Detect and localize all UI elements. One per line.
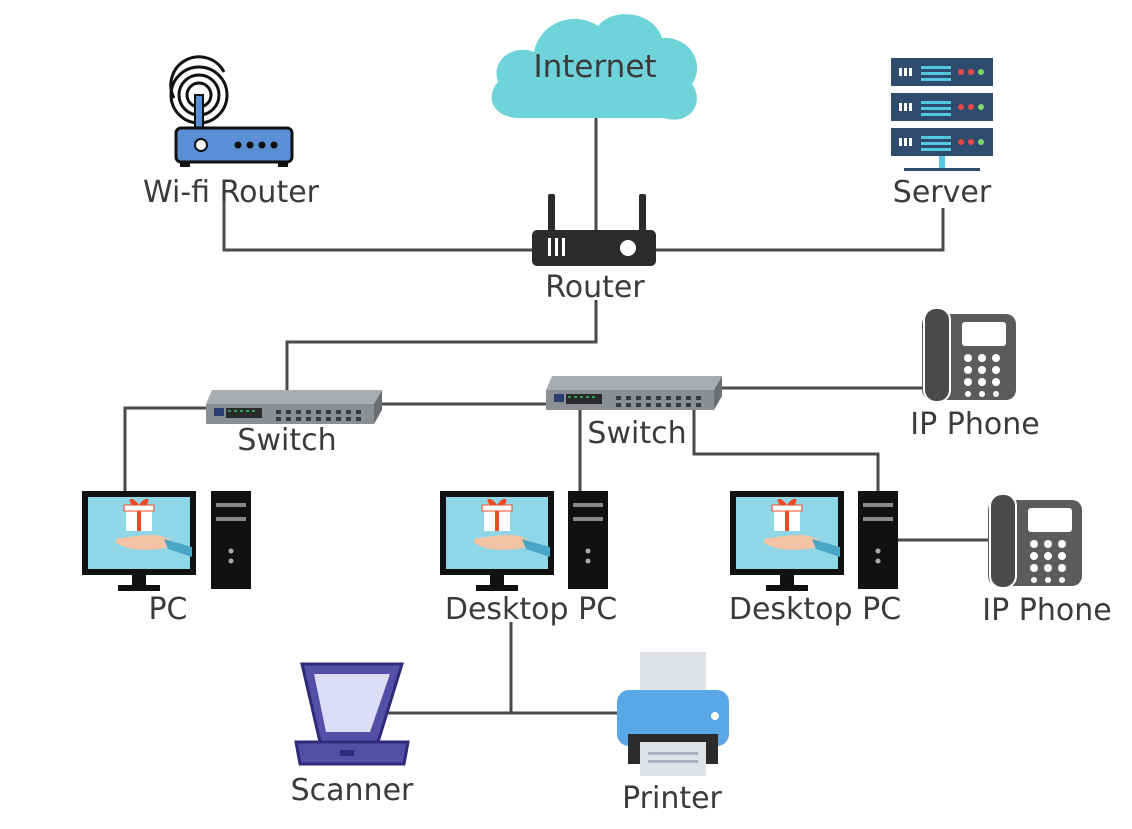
pc-label: PC: [148, 592, 187, 627]
ip-phone-right-label: IP Phone: [982, 593, 1111, 628]
desktop-pc-right-label: Desktop PC: [729, 592, 901, 627]
link-switch-desktop-right: [692, 410, 880, 492]
printer-label: Printer: [622, 781, 722, 816]
wifi-router-label: Wi-fi Router: [143, 175, 320, 210]
server-label: Server: [893, 175, 992, 210]
router-node: Router: [532, 194, 656, 305]
internet-label: Internet: [533, 49, 656, 85]
pc-node: PC: [81, 490, 251, 627]
server-node: Server: [891, 58, 993, 210]
ip-phone-right-node: IP Phone: [982, 493, 1112, 628]
monitor-icon: [81, 490, 197, 592]
pc-tower-icon: [211, 491, 251, 589]
wifi-router-icon: [169, 55, 294, 167]
pc-tower-icon: [858, 491, 898, 589]
desktop-pc-middle-label: Desktop PC: [445, 592, 617, 627]
cloud-icon: [491, 14, 698, 120]
monitor-icon: [439, 490, 555, 592]
ip-phone-top-label: IP Phone: [910, 407, 1039, 442]
wifi-router-node: Wi-fi Router: [143, 55, 320, 210]
link-desktop-peripherals: [380, 622, 618, 715]
monitor-icon: [729, 490, 845, 592]
scanner-icon: [294, 662, 410, 766]
server-rack-icon: [891, 58, 993, 171]
desk-phone-icon: [987, 493, 1083, 589]
internet-node: Internet: [491, 14, 698, 120]
router-label: Router: [545, 270, 645, 305]
network-switch-icon: [546, 376, 722, 410]
router-icon: [532, 194, 656, 266]
connections: [123, 112, 990, 715]
desk-phone-icon: [921, 307, 1017, 403]
switch-right-node: Switch: [546, 376, 722, 451]
link-switch-pc: [123, 406, 208, 492]
switch-left-node: Switch: [206, 390, 382, 458]
link-router-switch: [285, 300, 598, 392]
scanner-label: Scanner: [291, 773, 414, 808]
desktop-pc-right-node: Desktop PC: [729, 490, 901, 627]
desktop-pc-middle-node: Desktop PC: [439, 490, 617, 627]
link-server-router: [655, 208, 945, 252]
scanner-node: Scanner: [291, 662, 414, 808]
network-switch-icon: [206, 390, 382, 424]
switch-right-label: Switch: [587, 416, 686, 451]
switch-left-label: Switch: [237, 423, 336, 458]
pc-tower-icon: [568, 491, 608, 589]
ip-phone-top-node: IP Phone: [910, 307, 1040, 442]
printer-node: Printer: [617, 652, 729, 816]
link-wifi-router: [222, 186, 534, 252]
printer-icon: [617, 652, 729, 776]
